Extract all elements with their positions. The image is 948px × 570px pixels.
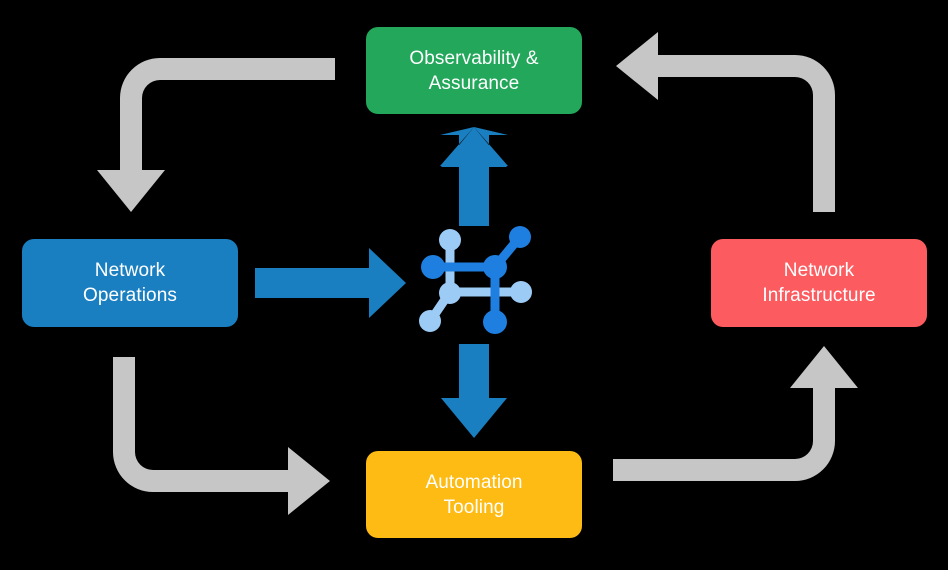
node-network-operations[interactable]: Network Operations (22, 239, 238, 327)
node-network-infrastructure[interactable]: Network Infrastructure (711, 239, 927, 327)
icon-node-bottom (483, 310, 507, 334)
arrow-center-to-observability-head (441, 127, 507, 167)
node-network-infrastructure-label: Network Infrastructure (762, 260, 876, 306)
icon-node-mid-left (439, 282, 461, 304)
icon-node-right (510, 281, 532, 303)
arrow-operations-to-center (255, 248, 406, 318)
network-topology-icon (419, 226, 532, 334)
icon-node-center (483, 255, 507, 279)
arrow-center-to-observability-shaft (459, 160, 489, 226)
node-automation-tooling[interactable]: Automation Tooling (366, 451, 582, 538)
node-automation-tooling-label: Automation Tooling (425, 471, 523, 518)
arrow-center-to-automation-head (441, 398, 507, 438)
node-observability-assurance-label: Observability & Assurance (409, 47, 539, 94)
icon-node-top-right (509, 226, 531, 248)
arrow-automation-to-infrastructure (613, 346, 858, 481)
arrow-center-to-automation-shaft (459, 344, 489, 404)
arrow-observability-to-operations (97, 58, 335, 212)
icon-node-top-left (439, 229, 461, 251)
icon-node-left (421, 255, 445, 279)
arrow-operations-to-automation (113, 357, 330, 515)
icon-node-bottom-left (419, 310, 441, 332)
arrow-infrastructure-to-observability (616, 32, 835, 212)
node-observability-assurance[interactable]: Observability & Assurance (366, 27, 582, 114)
node-network-operations-label: Network Operations (83, 260, 177, 306)
